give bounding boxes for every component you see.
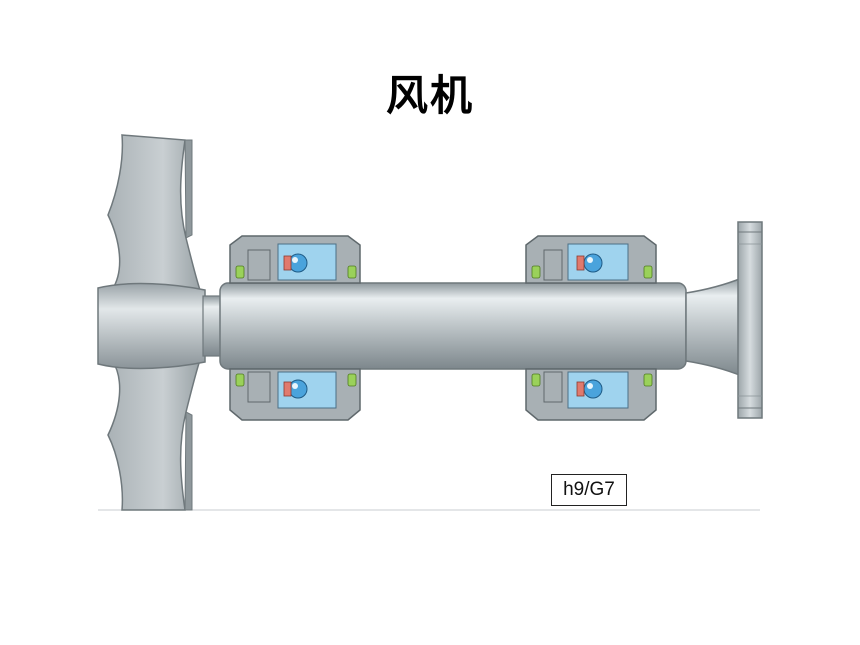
left-bearing-housing <box>229 235 361 421</box>
fit-tolerance-label: h9/G7 <box>551 474 627 506</box>
right-bearing-housing <box>525 235 657 421</box>
shaft-step <box>685 276 743 378</box>
main-shaft <box>219 282 687 370</box>
coupling-flange <box>737 221 763 419</box>
page-title: 风机 <box>385 71 474 120</box>
fan-impeller <box>97 134 224 511</box>
